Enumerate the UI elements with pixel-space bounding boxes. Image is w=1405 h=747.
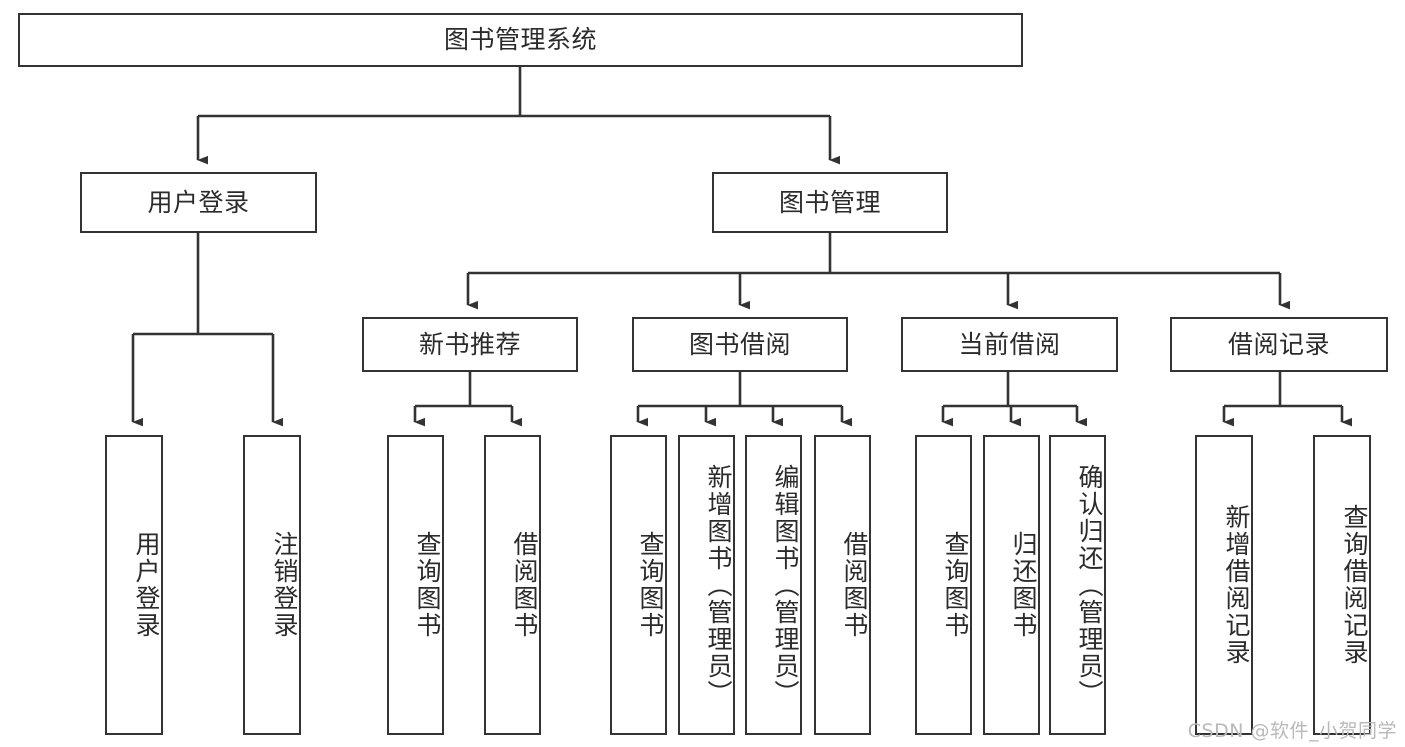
leaf-current-return-book[interactable]: 归还图书 (983, 435, 1040, 735)
node-label: 新增图书（管理员） (704, 463, 733, 707)
node-label: 查询图书 (413, 531, 442, 639)
leaf-borrow-borrow-book[interactable]: 借阅图书 (814, 435, 871, 735)
leaf-user-login[interactable]: 用户登录 (105, 435, 163, 735)
leaf-borrow-query-book[interactable]: 查询图书 (610, 435, 667, 735)
node-book-management[interactable]: 图书管理 (712, 172, 948, 233)
leaf-user-logout[interactable]: 注销登录 (243, 435, 301, 735)
node-label: 新书推荐 (418, 329, 521, 359)
leaf-recommend-borrow-book[interactable]: 借阅图书 (484, 435, 541, 735)
leaf-record-add-borrow-record[interactable]: 新增借阅记录 (1195, 435, 1253, 735)
csdn-watermark: CSDN @软件_小贺同学 (1187, 720, 1397, 742)
node-label: 编辑图书（管理员） (771, 463, 800, 707)
node-label: 借阅图书 (840, 531, 869, 639)
leaf-recommend-query-book[interactable]: 查询图书 (387, 435, 444, 735)
node-label: 图书借阅 (688, 329, 791, 359)
node-current-borrow[interactable]: 当前借阅 (901, 317, 1118, 372)
node-borrow-record[interactable]: 借阅记录 (1170, 317, 1388, 372)
leaf-record-query-borrow-record[interactable]: 查询借阅记录 (1313, 435, 1371, 735)
node-label: 当前借阅 (958, 329, 1061, 359)
node-label: 查询图书 (636, 531, 665, 639)
node-label: 确认归还（管理员） (1075, 463, 1104, 707)
leaf-borrow-edit-book-admin[interactable]: 编辑图书（管理员） (745, 435, 802, 735)
node-label: 用户登录 (132, 531, 161, 639)
node-book-borrow[interactable]: 图书借阅 (632, 317, 848, 372)
node-label: 借阅图书 (510, 531, 539, 639)
node-new-book-recommend[interactable]: 新书推荐 (362, 317, 578, 372)
node-label: 借阅记录 (1227, 329, 1330, 359)
node-label: 注销登录 (270, 531, 299, 639)
node-root-book-management-system[interactable]: 图书管理系统 (18, 13, 1023, 67)
node-label: 查询借阅记录 (1340, 504, 1369, 666)
node-user-login[interactable]: 用户登录 (80, 172, 317, 233)
leaf-borrow-add-book-admin[interactable]: 新增图书（管理员） (678, 435, 735, 735)
leaf-current-query-book[interactable]: 查询图书 (915, 435, 972, 735)
node-label: 图书管理 (778, 187, 881, 217)
leaf-current-confirm-return-admin[interactable]: 确认归还（管理员） (1049, 435, 1106, 735)
node-label: 用户登录 (147, 187, 250, 217)
node-label: 新增借阅记录 (1222, 504, 1251, 666)
node-label: 图书管理系统 (443, 25, 597, 55)
node-label: 查询图书 (941, 531, 970, 639)
node-label: 归还图书 (1009, 531, 1038, 639)
